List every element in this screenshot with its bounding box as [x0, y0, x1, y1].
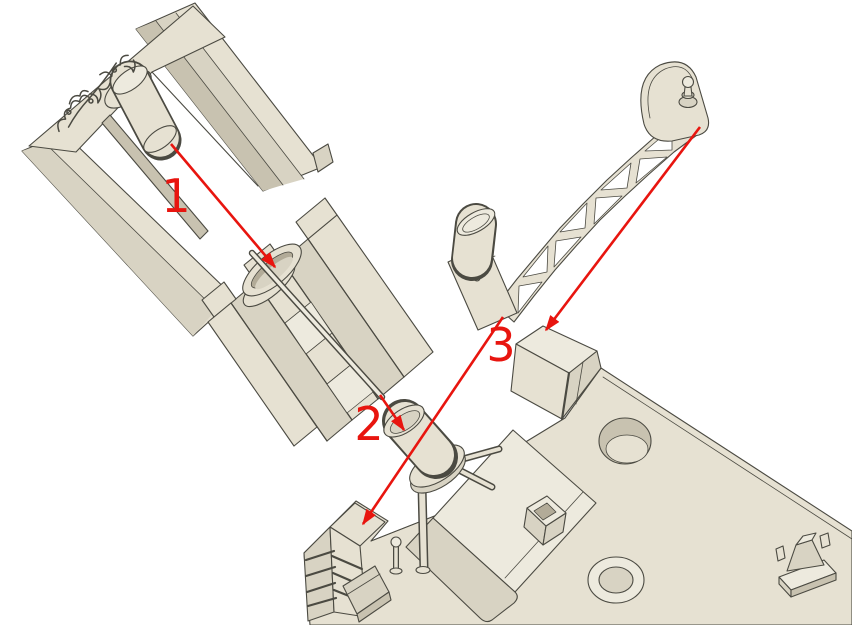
deck-hole — [598, 417, 652, 465]
part-hull-base — [303, 325, 852, 625]
assembly-arrow-3-lower — [361, 316, 505, 526]
deck-cleat-right — [775, 532, 837, 598]
callout-label-1: 1 — [161, 169, 190, 223]
hull-wedge-mount — [510, 325, 602, 421]
truss-roller-shoe — [447, 203, 518, 331]
callout-label-3: 3 — [486, 318, 515, 372]
hood-cylinder-peg — [104, 60, 182, 161]
truss-roller-cylinder — [456, 208, 496, 236]
deck-ball-post — [389, 536, 403, 575]
part-hood-cover — [21, 2, 334, 337]
callout-label-2: 2 — [354, 397, 383, 451]
assembly-arrow-3-upper — [544, 126, 702, 332]
assembly-arrow-2 — [378, 394, 406, 432]
hood-rail-foot — [312, 143, 334, 173]
hull-louver-block — [303, 502, 392, 623]
deck-ring-boss — [587, 556, 645, 604]
assembly-callouts: 1 2 3 — [161, 126, 702, 526]
block-axle-rod — [248, 249, 386, 401]
truss-pivot-plate — [640, 61, 710, 142]
funnel-support-post — [415, 482, 431, 575]
part-finned-block — [201, 197, 434, 447]
hull-superstructure — [405, 429, 597, 623]
emblem-engraving — [57, 54, 136, 133]
hood-plate-thickness — [101, 114, 209, 240]
pivot-knob-ball — [681, 75, 695, 89]
assembly-arrow-1 — [170, 143, 277, 269]
deck-clip-left — [523, 495, 567, 546]
part-truss-beam — [447, 61, 710, 331]
